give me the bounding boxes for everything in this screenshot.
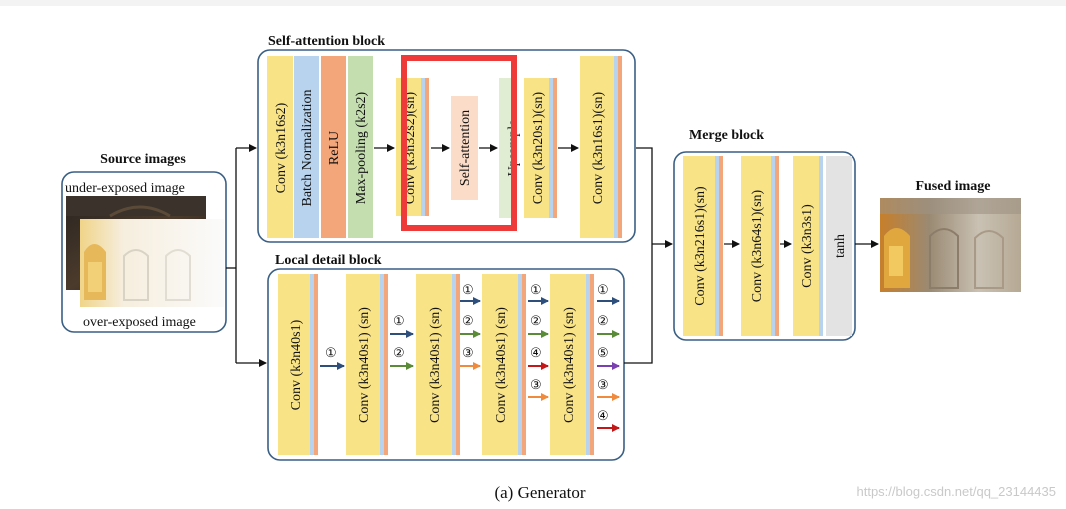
svg-text:Self-attention: Self-attention xyxy=(458,110,473,186)
ld-skip-connections: ① ① ② ① ② ③ ① ② ④ ③ ① ② ⑤ ③ ④ xyxy=(320,282,620,432)
block-connectors xyxy=(226,144,673,367)
ld-layer-conv-3: Conv (k3n40s1) (sn) xyxy=(416,274,460,455)
highlight-box xyxy=(401,55,517,231)
svg-text:Conv (k3n40s1) (sn): Conv (k3n40s1) (sn) xyxy=(428,307,443,423)
skip-marker: ① xyxy=(462,282,474,297)
ld-layer-conv-1: Conv (k3n40s1) xyxy=(278,274,318,455)
watermark: https://blog.csdn.net/qq_23144435 xyxy=(857,484,1057,499)
skip-marker: ④ xyxy=(530,345,542,360)
source-images-title: Source images xyxy=(100,152,186,167)
svg-text:Max-pooling (k2s2): Max-pooling (k2s2) xyxy=(354,91,369,204)
skip-marker: ② xyxy=(597,313,609,328)
over-exposed-label: over-exposed image xyxy=(83,315,196,330)
local-detail-block-box xyxy=(267,268,625,461)
top-strip xyxy=(0,0,1066,6)
sa-layer-batch-normalization: Batch Normalization xyxy=(294,56,319,238)
merge-layer-conv-k3n3s1: Conv (k3n3s1) xyxy=(793,156,823,336)
ld-layer-conv-4: Conv (k3n40s1) (sn) xyxy=(482,274,526,455)
svg-text:Conv (k3n40s1): Conv (k3n40s1) xyxy=(289,319,304,410)
skip-marker: ① xyxy=(393,313,405,328)
skip-marker: ③ xyxy=(530,377,542,392)
sa-layer-self-attention: Self-attention xyxy=(451,96,478,200)
skip-marker: ③ xyxy=(597,377,609,392)
svg-text:Conv (k3n16s1)(sn): Conv (k3n16s1)(sn) xyxy=(591,91,606,204)
svg-text:Conv (k3n64s1)(sn): Conv (k3n64s1)(sn) xyxy=(750,189,765,302)
self-attention-block-title: Self-attention block xyxy=(268,34,385,49)
sa-layer-conv-k3n20s1-sn: Conv (k3n20s1)(sn) xyxy=(524,78,557,218)
svg-text:tanh: tanh xyxy=(833,234,848,258)
svg-text:ReLU: ReLU xyxy=(327,131,342,165)
svg-text:Conv (k3n16s2): Conv (k3n16s2) xyxy=(274,102,289,193)
skip-marker: ③ xyxy=(462,345,474,360)
sa-layer-conv-k3n16s1-sn: Conv (k3n16s1)(sn) xyxy=(580,56,622,238)
skip-marker: ② xyxy=(462,313,474,328)
skip-marker: ① xyxy=(530,282,542,297)
sa-layer-max-pooling: Max-pooling (k2s2) xyxy=(348,56,373,238)
svg-text:Batch Normalization: Batch Normalization xyxy=(300,89,315,206)
sa-layer-conv-k3n16s2: Conv (k3n16s2) xyxy=(267,56,293,238)
sa-layer-upsample: Upsample xyxy=(499,78,521,218)
under-exposed-label: under-exposed image xyxy=(65,181,185,196)
fused-image-title: Fused image xyxy=(915,179,990,194)
merge-layer-conv-k3n64s1-sn: Conv (k3n64s1)(sn) xyxy=(741,156,779,336)
sa-layer-relu: ReLU xyxy=(321,56,346,238)
merge-layer-conv-k3n216s1-sn: Conv (k3n216s1)(sn) xyxy=(683,156,723,336)
skip-marker: ① xyxy=(325,345,337,360)
ld-layer-conv-2: Conv (k3n40s1) (sn) xyxy=(346,274,388,455)
source-images-box xyxy=(61,171,227,333)
skip-marker: ④ xyxy=(597,408,609,423)
skip-marker: ⑤ xyxy=(597,345,609,360)
figure-caption: (a) Generator xyxy=(494,483,585,502)
sa-layer-conv-k3n32s2-sn: Conv (k3n32s2)(sn) xyxy=(396,78,429,216)
merge-block-title: Merge block xyxy=(689,128,764,143)
skip-marker: ② xyxy=(393,345,405,360)
svg-text:Conv (k3n3s1): Conv (k3n3s1) xyxy=(800,204,815,288)
self-attention-block-box xyxy=(257,49,636,243)
ld-layer-conv-5: Conv (k3n40s1) (sn) xyxy=(550,274,594,455)
skip-marker: ① xyxy=(597,282,609,297)
merge-block-box xyxy=(673,151,856,341)
local-detail-block-title: Local detail block xyxy=(275,253,382,268)
svg-text:Conv (k3n40s1) (sn): Conv (k3n40s1) (sn) xyxy=(562,307,577,423)
svg-text:Conv (k3n20s1)(sn): Conv (k3n20s1)(sn) xyxy=(531,91,546,204)
over-exposed-image xyxy=(80,219,224,307)
svg-text:Conv (k3n40s1) (sn): Conv (k3n40s1) (sn) xyxy=(494,307,509,423)
svg-text:Conv (k3n216s1)(sn): Conv (k3n216s1)(sn) xyxy=(693,186,708,306)
skip-marker: ② xyxy=(530,313,542,328)
svg-text:Conv (k3n40s1) (sn): Conv (k3n40s1) (sn) xyxy=(357,307,372,423)
fused-image xyxy=(880,198,1021,292)
merge-layer-tanh: tanh xyxy=(826,156,852,336)
